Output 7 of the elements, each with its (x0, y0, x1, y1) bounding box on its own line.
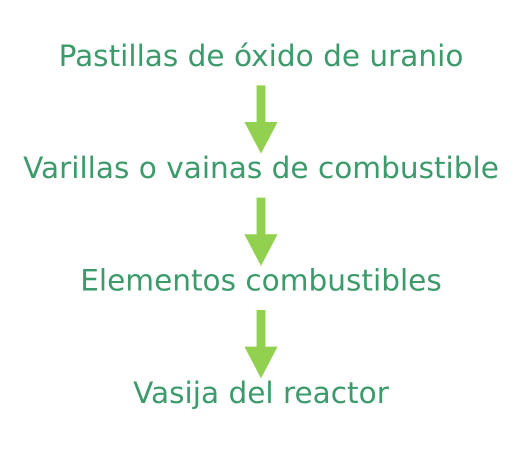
arrow (244, 84, 278, 154)
arrow (244, 197, 278, 266)
node-text: Pastillas de óxido de uranio (58, 38, 464, 72)
node-text: Elementos combustibles (80, 263, 442, 298)
arrow (244, 310, 278, 378)
node-text: Varillas o vainas de combustible (23, 150, 499, 185)
node-text: Vasija del reactor (133, 375, 389, 410)
